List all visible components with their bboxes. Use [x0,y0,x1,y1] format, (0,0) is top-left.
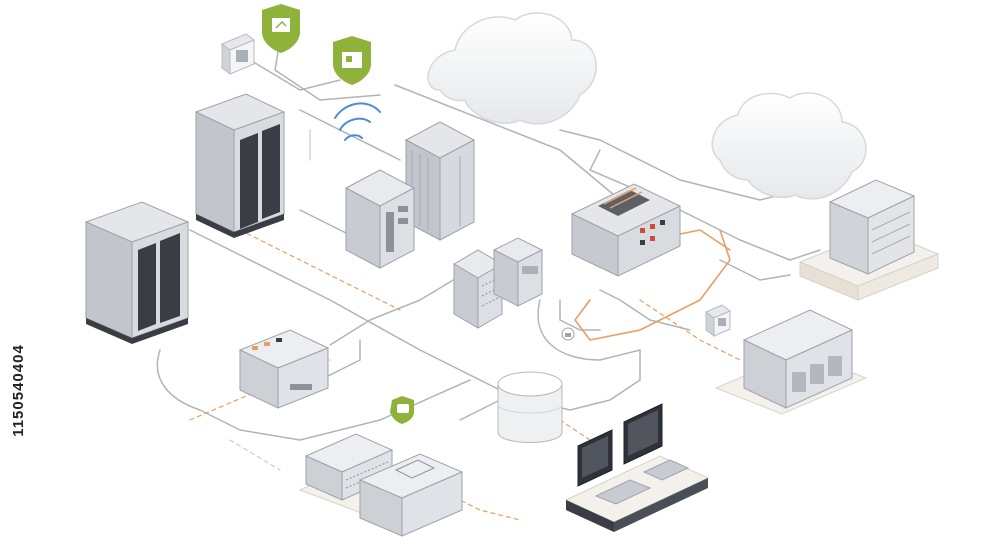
link-line [537,299,641,361]
shield-icon [333,36,371,85]
link-line [719,259,791,281]
cloud-icon [711,92,867,200]
link-line [599,289,691,331]
server-tower [453,249,503,329]
link-line [679,209,821,261]
access-point-box [705,304,731,337]
link-line [299,109,401,161]
server-rack-icon [84,201,190,344]
lock-icon [390,396,414,424]
link-line [274,39,381,101]
storage-array [798,179,940,301]
link-line [559,299,601,331]
server-rack-icon [194,93,286,238]
link-line-orange [574,229,731,341]
link-line [459,399,501,421]
server-tower [492,237,544,307]
image-id-label: 1150540404 [6,300,30,480]
access-point-box [221,33,255,75]
image-id-text: 1150540404 [9,343,27,437]
link-line-dashed [439,489,521,521]
link-line [249,59,341,91]
connections [156,39,821,521]
link-line-dashed [559,419,591,441]
monitor-icon [564,403,710,532]
link-line-dashed [639,299,741,361]
server-tower [344,169,416,269]
link-line [189,229,501,391]
router-box [238,329,330,409]
link-line-dashed [229,439,281,471]
network-switch [570,183,682,277]
server-tower [404,121,476,241]
link-line [394,84,621,201]
link-line [329,269,471,346]
cloud-icon [427,12,597,125]
link-line-dashed [239,229,401,311]
blade-server [358,453,464,537]
link-line [299,209,351,236]
database-icon [497,371,563,443]
lock-icon [561,327,575,341]
storage-array [714,309,868,415]
shield-icon [262,4,300,53]
link-line [156,349,471,441]
wifi-icon [334,102,381,141]
